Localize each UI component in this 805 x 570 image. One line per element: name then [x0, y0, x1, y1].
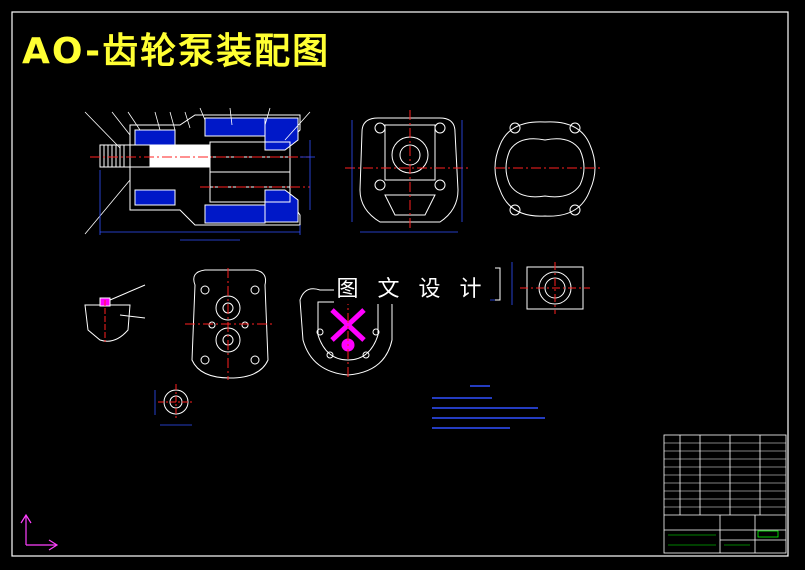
key-detail: [84, 284, 146, 342]
assembly-section-view: [84, 107, 315, 241]
watermark-text: 图 文 设 计: [334, 270, 490, 304]
drawing-title: AO-齿轮泵装配图: [22, 31, 331, 72]
side-view: [494, 121, 600, 217]
housing-interior-view: [299, 288, 393, 380]
title-block: [663, 434, 787, 554]
front-view: [345, 110, 470, 233]
technical-notes: [432, 385, 545, 429]
ucs-axis-icon: [20, 513, 59, 551]
cover-plate-view: [185, 268, 275, 380]
gear-detail-view: [154, 384, 194, 426]
flange-detail-view: [440, 262, 590, 314]
drawing-border: [11, 11, 789, 557]
